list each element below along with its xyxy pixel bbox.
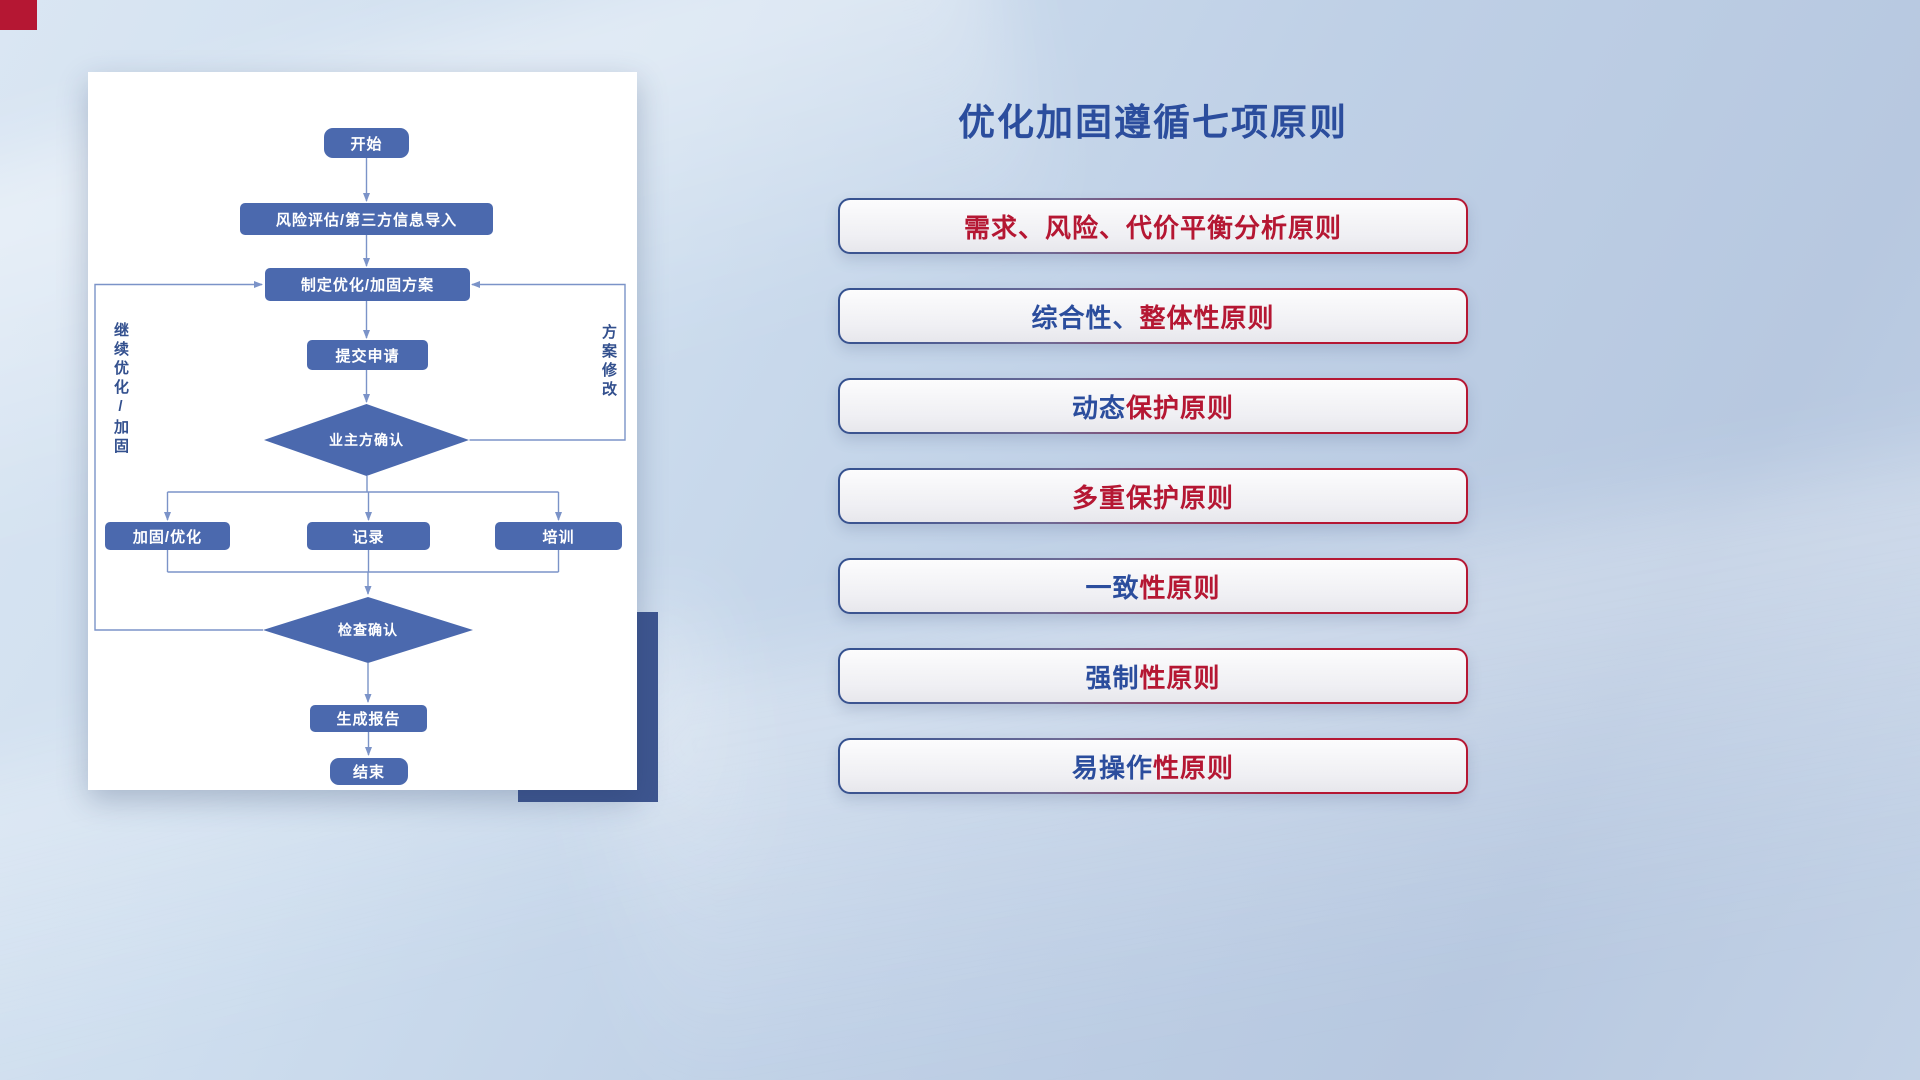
flow-node-end: 结束 [330,758,408,785]
loop-label-revision: 方案修改 [600,324,617,400]
principle-label: 需求、风险、代价平衡分析原则 [840,200,1466,252]
principle-text-segment: 多重保护原则 [1071,482,1234,513]
principle-item-1: 需求、风险、代价平衡分析原则 [838,198,1468,254]
flow-node-risk-import: 风险评估/第三方信息导入 [240,203,493,235]
principle-item-5: 一致 性原则 [838,558,1468,614]
principle-item-3: 动态 保护原则 [838,378,1468,434]
principle-item-7: 易操作 性原则 [838,738,1468,794]
flow-node-plan: 制定优化/加固方案 [265,268,470,301]
principle-label: 动态 保护原则 [840,380,1466,432]
flow-node-record: 记录 [307,522,430,550]
principle-text-segment: 保护原则 [1126,392,1235,423]
flow-node-check-confirm: 检查确认 [263,597,473,663]
principles-list: 需求、风险、代价平衡分析原则 综合性、 整体性原则 动态 保护原则 多重保护原则… [838,198,1468,794]
flow-node-train: 培训 [495,522,622,550]
principle-item-2: 综合性、 整体性原则 [838,288,1468,344]
flow-node-submit: 提交申请 [307,340,428,370]
principle-text-segment: 性原则 [1153,752,1235,783]
principle-text-segment: 综合性、 [1031,302,1140,333]
flow-node-start: 开始 [324,128,409,158]
principle-label: 易操作 性原则 [840,740,1466,792]
principle-item-6: 强制 性原则 [838,648,1468,704]
principle-text-segment: 性原则 [1139,572,1221,603]
corner-accent-square [0,0,37,30]
principle-item-4: 多重保护原则 [838,468,1468,524]
flow-node-report: 生成报告 [310,705,427,732]
principle-text-segment: 动态 [1071,392,1126,423]
principle-text-segment: 一致 [1085,572,1140,603]
principle-text-segment: 需求、风险、代价平衡分析原则 [963,212,1342,243]
flowchart: 开始 风险评估/第三方信息导入 制定优化/加固方案 提交申请 业主方确认 加固/… [88,72,637,790]
flow-node-harden: 加固/优化 [105,522,230,550]
principle-label: 强制 性原则 [840,650,1466,702]
loop-label-continue: 继续优化/加固 [112,322,129,457]
principle-label: 多重保护原则 [840,470,1466,522]
principle-label: 综合性、 整体性原则 [840,290,1466,342]
principle-text-segment: 强制 [1085,662,1140,693]
flowchart-panel: 开始 风险评估/第三方信息导入 制定优化/加固方案 提交申请 业主方确认 加固/… [88,72,637,790]
principles-title: 优化加固遵循七项原则 [958,102,1348,143]
principle-label: 一致 性原则 [840,560,1466,612]
principle-text-segment: 整体性原则 [1139,302,1275,333]
principle-text-segment: 易操作 [1071,752,1153,783]
principle-text-segment: 性原则 [1139,662,1221,693]
flow-node-owner-confirm: 业主方确认 [264,404,469,476]
